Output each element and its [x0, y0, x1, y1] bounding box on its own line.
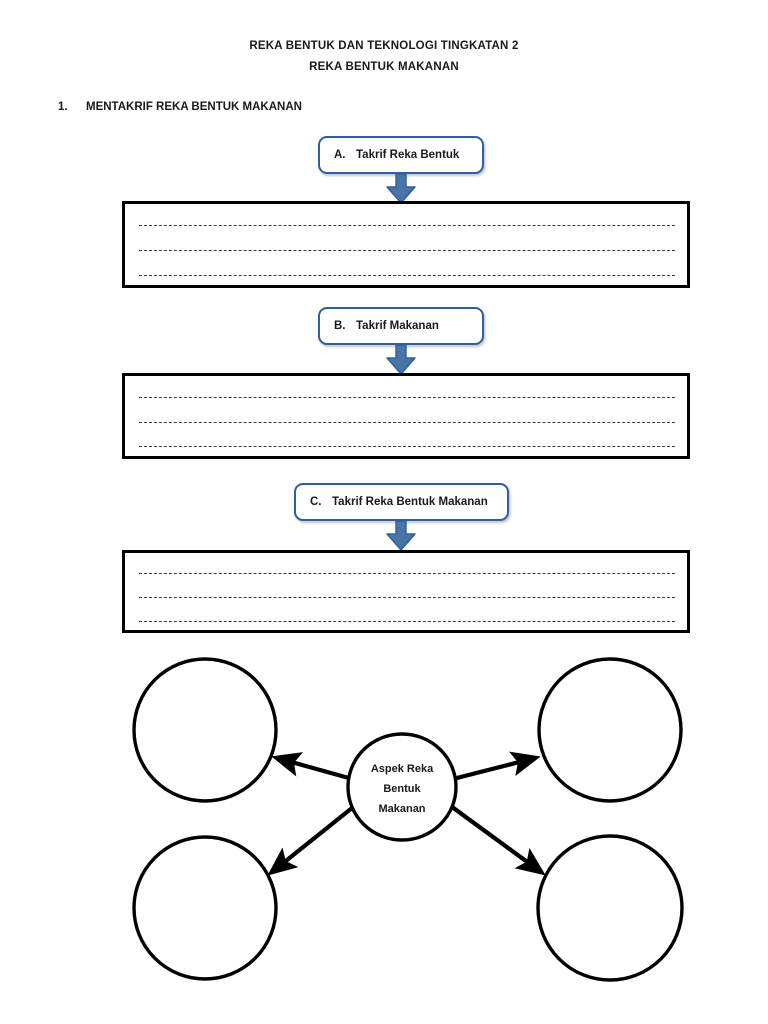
section-heading: 1. MENTAKRIF REKA BENTUK MAKANAN — [58, 101, 302, 113]
label-box-b-text: Takrif Makanan — [356, 320, 439, 332]
document-title-line-1: REKA BENTUK DAN TEKNOLOGI TINGKATAN 2 — [249, 40, 519, 52]
answer-box-a[interactable] — [122, 201, 690, 288]
mindmap-center-line-1: Aspek Reka — [371, 763, 434, 775]
answer-line — [139, 275, 675, 276]
mindmap-diagram: Aspek Reka Bentuk Makanan — [0, 640, 768, 1010]
mindmap-center-line-2: Bentuk — [383, 783, 421, 795]
arrow-to-bottom-right — [446, 802, 546, 876]
mindmap-center-line-3: Makanan — [378, 803, 425, 815]
label-box-a[interactable]: A. Takrif Reka Bentuk — [318, 136, 484, 174]
answer-line — [139, 446, 675, 447]
answer-box-b[interactable] — [122, 373, 690, 459]
label-box-b-letter: B. — [334, 320, 346, 332]
branch-circle-bottom-right[interactable] — [536, 834, 684, 982]
mindmap-center-node[interactable] — [346, 732, 458, 842]
label-box-c-text: Takrif Reka Bentuk Makanan — [332, 496, 488, 508]
answer-line — [139, 422, 675, 423]
arrow-to-top-right — [448, 751, 541, 783]
label-box-b[interactable]: B. Takrif Makanan — [318, 307, 484, 345]
answer-box-c[interactable] — [122, 550, 690, 633]
label-box-a-text: Takrif Reka Bentuk — [356, 149, 460, 161]
answer-line — [139, 250, 675, 251]
mindmap-arrows — [267, 751, 546, 876]
document-title-line-2: REKA BENTUK MAKANAN — [309, 61, 459, 73]
down-arrow-icon-b — [385, 344, 417, 375]
section-title: MENTAKRIF REKA BENTUK MAKANAN — [86, 101, 302, 113]
label-box-c-letter: C. — [310, 496, 322, 508]
answer-line — [139, 225, 675, 226]
label-box-a-letter: A. — [334, 149, 346, 161]
branch-circle-top-left[interactable] — [132, 657, 278, 803]
label-box-c[interactable]: C. Takrif Reka Bentuk Makanan — [294, 483, 509, 521]
answer-line — [139, 597, 675, 598]
answer-line — [139, 397, 675, 398]
branch-circle-top-right[interactable] — [537, 657, 683, 803]
answer-line — [139, 573, 675, 574]
down-arrow-icon-a — [385, 173, 417, 204]
down-arrow-icon-c — [385, 520, 417, 551]
section-number: 1. — [58, 101, 68, 113]
document-header: REKA BENTUK DAN TEKNOLOGI TINGKATAN 2 RE… — [0, 36, 768, 78]
branch-circle-bottom-left[interactable] — [132, 835, 278, 981]
arrow-to-top-left — [271, 752, 357, 783]
answer-line — [139, 621, 675, 622]
arrow-to-bottom-left — [267, 802, 359, 876]
